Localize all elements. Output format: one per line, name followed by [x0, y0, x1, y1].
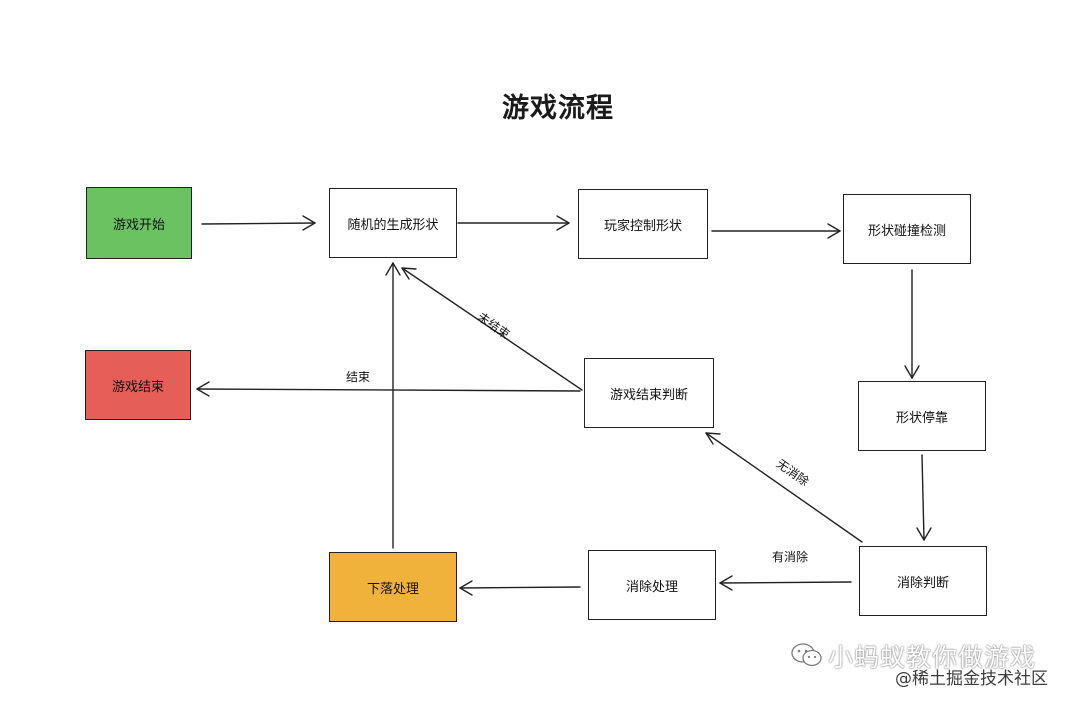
- edge-collision-to-dock: [904, 269, 920, 379]
- node-eliminate-process-label: 消除处理: [625, 579, 678, 595]
- edge-label-not-ended: 未结束: [474, 309, 513, 342]
- node-game-start-label: 游戏开始: [112, 217, 165, 233]
- node-random-shape: 随机的生成形状: [329, 188, 457, 258]
- node-eliminate-judge-label: 消除判断: [896, 575, 949, 591]
- edge-control-to-collision: [711, 223, 841, 239]
- node-fall-process-label: 下落处理: [366, 581, 419, 597]
- watermark-text-primary: 小蚂蚁教你做游戏: [828, 643, 1037, 672]
- edge-label-has-elimination: 有消除: [772, 550, 809, 564]
- node-game-end-label: 游戏结束: [111, 379, 164, 395]
- wechat-icon: [791, 643, 822, 667]
- node-shape-dock: 形状停靠: [858, 381, 986, 451]
- node-fall-process: 下落处理: [329, 552, 457, 622]
- edge-dock-to-eliminate-judge: [916, 454, 932, 541]
- node-game-end-judge: 游戏结束判断: [584, 358, 714, 428]
- watermark-text-secondary: @稀土掘金技术社区: [895, 669, 1048, 689]
- edge-game-end-judge-to-game-end: [196, 381, 581, 397]
- watermark: 小蚂蚁教你做游戏 @稀土掘金技术社区: [790, 636, 1070, 696]
- node-random-shape-label: 随机的生成形状: [347, 217, 439, 233]
- edge-eliminate-judge-to-eliminate-process: [719, 575, 852, 591]
- node-eliminate-process: 消除处理: [588, 550, 716, 620]
- node-collision-detect: 形状碰撞检测: [843, 194, 971, 264]
- edge-label-ended: 结束: [346, 370, 371, 384]
- node-player-control: 玩家控制形状: [578, 189, 708, 259]
- node-collision-detect-label: 形状碰撞检测: [867, 223, 946, 239]
- node-eliminate-judge: 消除判断: [859, 546, 987, 616]
- edge-random-to-control: [457, 215, 570, 231]
- node-game-end: 游戏结束: [85, 350, 191, 420]
- edge-eliminate-judge-to-game-end-judge: [705, 432, 863, 543]
- diagram-title: 游戏流程: [502, 93, 614, 124]
- node-game-end-judge-label: 游戏结束判断: [609, 387, 688, 403]
- node-shape-dock-label: 形状停靠: [895, 410, 948, 426]
- edge-fall-to-random: [385, 262, 401, 549]
- edge-eliminate-to-fall: [459, 580, 581, 596]
- node-game-start: 游戏开始: [86, 187, 192, 259]
- edge-start-to-random: [201, 215, 316, 231]
- node-player-control-label: 玩家控制形状: [603, 218, 682, 234]
- edge-label-no-elimination: 无消除: [773, 456, 812, 489]
